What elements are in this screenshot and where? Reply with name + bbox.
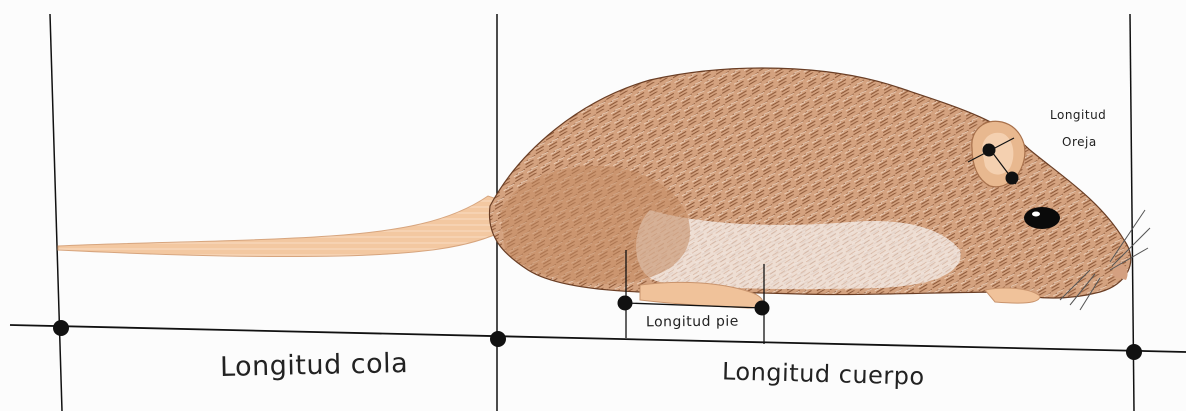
tail (58, 196, 505, 257)
measure-point-ear-top (983, 144, 996, 157)
foot-length-label: Longitud pie (646, 314, 739, 331)
measure-point-body-end (1126, 344, 1142, 360)
eye (1024, 207, 1060, 229)
ear-length-label: Longitud Oreja (1050, 102, 1106, 156)
ear-length-label-line1: Longitud (1050, 102, 1106, 129)
measure-point-tail-start (53, 320, 69, 336)
measure-point-foot-start (618, 296, 633, 311)
measure-point-body-start (490, 331, 506, 347)
eye-highlight (1032, 212, 1040, 217)
measure-point-ear-bottom (1006, 172, 1019, 185)
guide-line-left (50, 14, 62, 411)
tail-length-label: Longitud cola (220, 348, 409, 383)
baseline-line (10, 325, 1186, 352)
body-length-label: Longitud cuerpo (722, 357, 925, 390)
measure-point-foot-end (755, 301, 770, 316)
ear-length-label-line2: Oreja (1062, 129, 1106, 156)
